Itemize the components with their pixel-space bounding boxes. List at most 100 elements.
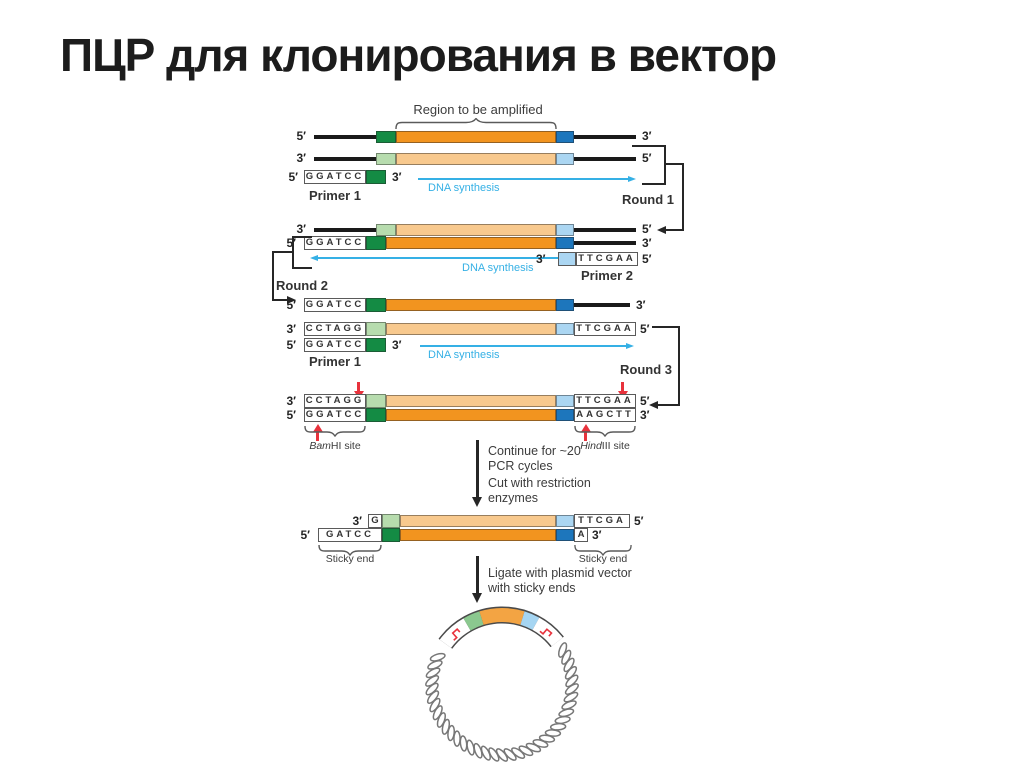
prime-label: 3′ [392, 170, 402, 184]
prime-label: 5′ [300, 528, 310, 542]
dna-synthesis-label: DNA synthesis [428, 349, 500, 361]
arrowhead-down-icon [472, 593, 482, 603]
round2-bracket [292, 267, 312, 269]
round1-connector [682, 163, 684, 231]
cut-bottom-left-sequence: GATCC [318, 528, 382, 542]
round1-connector [666, 229, 682, 231]
prime-label: 5′ [286, 338, 296, 352]
primer1-label: Primer 1 [308, 188, 362, 203]
arrowhead-left-icon [649, 401, 658, 409]
prime-label: 3′ [536, 252, 546, 266]
region-brace [395, 118, 557, 130]
cut-top-right-sequence: TTCGA [574, 514, 630, 528]
arrowhead-right-icon [626, 342, 634, 349]
dna-strand-line [574, 303, 630, 307]
round2-label: Round 2 [276, 278, 328, 293]
primer2-site-block-light [556, 323, 574, 335]
round2-bracket [292, 236, 294, 269]
amplified-region-bar-light [386, 323, 556, 335]
insert-blue-segment [520, 611, 540, 631]
primer2-site-block-light [556, 153, 574, 165]
primer1-green-block [366, 236, 386, 250]
cut-bottom-right-sequence: A [574, 528, 588, 542]
prime-label: 3′ [352, 514, 362, 528]
primer1-sequence: GGATCC [304, 298, 366, 312]
primer2-site-block-light [556, 224, 574, 236]
site-block [382, 528, 400, 542]
dna-synthesis-label: DNA synthesis [428, 182, 500, 194]
round2-connector [272, 251, 274, 301]
round1-bracket [642, 183, 666, 185]
sticky-end-label: Sticky end [578, 553, 628, 565]
primer1-site-block-light [376, 153, 396, 165]
amplified-region-bar-light [396, 153, 556, 165]
arrowhead-left-icon [310, 254, 318, 261]
amplified-region-bar [386, 409, 556, 421]
hind-top-sequence: TTCGAA [574, 322, 636, 336]
site-block-light [556, 515, 574, 527]
ligate-line1: Ligate with plasmid vector [488, 566, 632, 580]
ligated-junction-right [532, 617, 563, 647]
continue-line2: PCR cycles [488, 458, 553, 473]
round2-connector [272, 299, 288, 301]
round3-connector [658, 404, 680, 406]
primer2-site-block [556, 299, 574, 311]
process-arrow [476, 440, 479, 498]
cut-site-arrow-up [584, 431, 587, 441]
continue-line1: Continue for ~20 [488, 444, 581, 458]
site-block-light [556, 395, 574, 407]
prime-label: 3′ [642, 129, 652, 143]
dna-strand-line [314, 228, 376, 232]
prime-label: 5′ [642, 151, 652, 165]
plasmid-ring [425, 606, 579, 762]
primer2-label: Primer 2 [580, 268, 634, 283]
site-block-light [366, 394, 386, 408]
bam-bottom-sequence: GGATCC [304, 408, 366, 422]
round1-bracket [664, 145, 666, 185]
amplified-region-bar-light [400, 515, 556, 527]
prime-label: 5′ [640, 322, 650, 336]
primer2-site-block [556, 131, 574, 143]
bamhi-site-label: BamHI site [294, 440, 376, 452]
slide-title: ПЦР для клонирования в вектор [60, 29, 777, 81]
prime-label: 3′ [592, 528, 602, 542]
round2-connector [272, 251, 292, 253]
cut-site-arrowhead-icon [313, 424, 323, 432]
site-block [556, 409, 574, 421]
continue-pcr-label: Continue for ~20 PCR cycles [488, 444, 581, 473]
plasmid-dna-rope [425, 642, 579, 762]
site-block [556, 529, 574, 541]
sticky-end-brace [318, 544, 382, 556]
hind-bottom-sequence: AAGCTT [574, 408, 636, 422]
round3-connector [652, 326, 680, 328]
primer1-sequence: GGATCC [304, 170, 366, 184]
site-block-light [382, 514, 400, 528]
prime-label: 5′ [642, 252, 652, 266]
cut-line2: enzymes [488, 490, 539, 505]
dna-strand-line [574, 157, 636, 161]
insert-orange-segment [479, 608, 525, 625]
amplified-region-bar [400, 529, 556, 541]
insert-green-segment [463, 611, 484, 631]
cut-site-arrow-up [316, 431, 319, 441]
primer1-label: Primer 1 [308, 354, 362, 369]
amplified-region-bar [386, 237, 556, 249]
prime-label: 5′ [642, 222, 652, 236]
round2-bracket [292, 236, 312, 238]
ligation-zigzag-icon [539, 628, 553, 637]
bamhi-brace [304, 425, 366, 437]
hindiii-brace [574, 425, 636, 437]
dna-synthesis-arrow [316, 257, 618, 259]
site-block [366, 408, 386, 422]
hind-top-sequence: TTCGAA [574, 394, 636, 408]
round3-label: Round 3 [620, 362, 672, 377]
bam-top-sequence: CCTAGG [304, 394, 366, 408]
round1-connector [666, 163, 684, 165]
primer2-blue-block [558, 252, 576, 266]
bam-top-sequence: CCTAGG [304, 322, 366, 336]
primer1-site-block-light [376, 224, 396, 236]
ligate-line2: with sticky ends [488, 580, 576, 595]
prime-label: 3′ [286, 322, 296, 336]
round1-bracket [632, 145, 666, 147]
process-arrow [476, 556, 479, 594]
